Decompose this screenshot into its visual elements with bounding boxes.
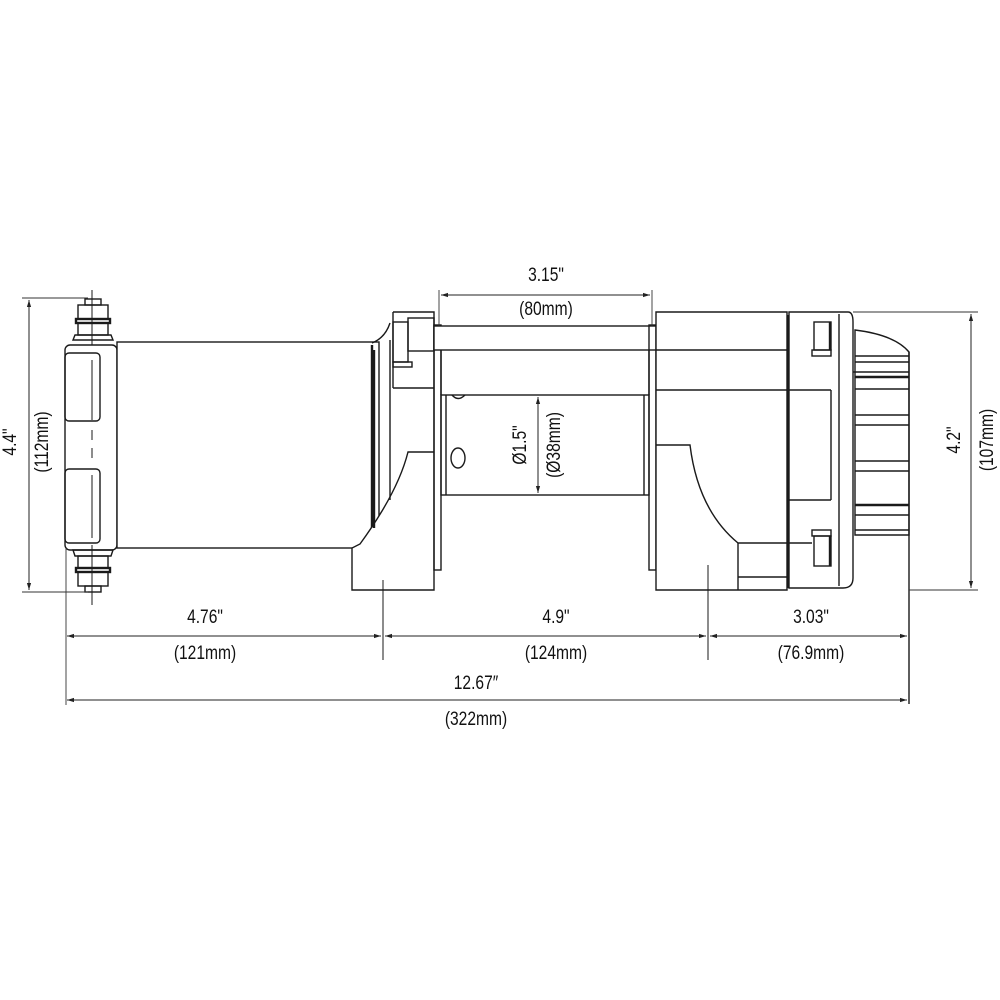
gearbox-section-imperial: 3.03" [793, 607, 829, 628]
terminal-top [71, 290, 115, 345]
dim-tie-bar [438, 290, 653, 326]
motor-height-metric: (112mm) [32, 411, 53, 473]
clutch-knob [853, 329, 910, 704]
mount-spacing-imperial: 4.9" [542, 607, 570, 628]
left-mount [351, 311, 442, 660]
dim-bottom-segments [65, 548, 907, 705]
motor-section-metric: (121mm) [173, 643, 237, 664]
gearbox-section-metric: (76.9mm) [777, 643, 845, 664]
gearbox-height-metric: (107mm) [977, 408, 998, 472]
overall-length-imperial: 12.67″ [453, 673, 499, 694]
drum-diameter-metric: (Ø38mm) [544, 412, 565, 478]
tie-bar [433, 325, 658, 395]
tie-bar-length-imperial: 3.15" [528, 265, 564, 286]
gearbox [786, 311, 854, 589]
dim-gearbox-height [853, 311, 978, 591]
dim-motor-height [22, 297, 88, 593]
motor [64, 322, 391, 569]
terminal-bottom [72, 545, 114, 605]
tie-bar-length-metric: (80mm) [519, 299, 573, 320]
overall-length-metric: (322mm) [444, 709, 508, 730]
motor-section-imperial: 4.76" [187, 607, 223, 628]
right-mount [648, 311, 788, 660]
gearbox-height-imperial: 4.2" [944, 426, 965, 454]
motor-height-imperial: 4.4" [0, 428, 21, 456]
mount-spacing-metric: (124mm) [524, 643, 588, 664]
drum-diameter-imperial: Ø1.5" [510, 425, 531, 465]
